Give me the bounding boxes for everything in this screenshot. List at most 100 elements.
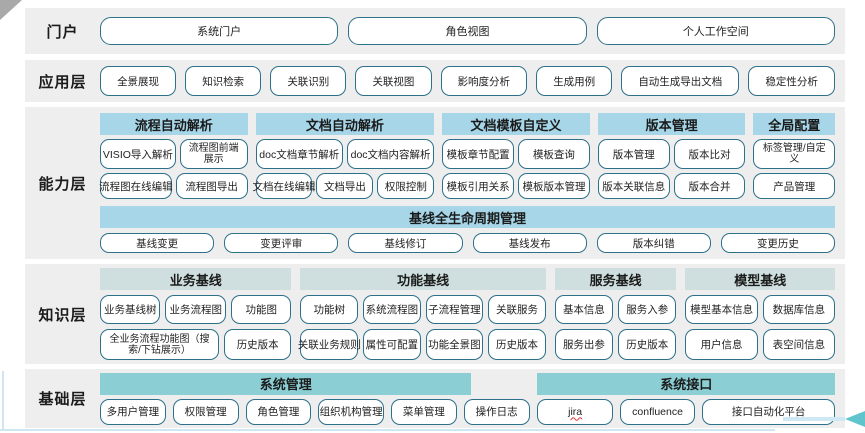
app-box: 稳定性分析 bbox=[748, 66, 835, 96]
portal-box-workspace: 个人工作空间 bbox=[596, 17, 835, 45]
frame-bottom-line bbox=[0, 429, 775, 431]
cap-box: 流程图导出 bbox=[175, 173, 248, 199]
app-box: 自动生成导出文档 bbox=[621, 66, 740, 96]
cap-box: 模板引用关系 bbox=[442, 173, 515, 199]
cap-box: 文档在线编辑 bbox=[253, 173, 316, 199]
know-box: 数据库信息 bbox=[762, 295, 836, 324]
know-box: 关联服务 bbox=[488, 295, 546, 324]
know-box: 用户信息 bbox=[685, 329, 758, 360]
cap-box: 版本关联信息 bbox=[597, 173, 670, 199]
group-header: 业务基线 bbox=[100, 268, 292, 290]
baseline-box: 基线发布 bbox=[472, 233, 587, 253]
app-box: 全景展现 bbox=[100, 66, 177, 96]
app-box: 影响度分析 bbox=[440, 66, 528, 96]
cap-box: 版本合并 bbox=[673, 173, 746, 199]
app-box: 知识检索 bbox=[185, 66, 262, 96]
app-box: 生成用例 bbox=[536, 66, 613, 96]
baseline-box: 基线变更 bbox=[100, 233, 215, 253]
cap-box: VISIO导入解析 bbox=[100, 139, 176, 169]
cap-box: 模板章节配置 bbox=[442, 139, 515, 169]
layer-label-application: 应用层 bbox=[38, 73, 87, 91]
know-box: 全业务流程功能图（搜索/下钻展示） bbox=[100, 329, 219, 360]
cap-box: 版本比对 bbox=[673, 139, 746, 169]
cap-box: 版本管理 bbox=[597, 139, 670, 169]
group-header: 系统管理 bbox=[100, 372, 472, 395]
know-group-function: 功能基线 功能树 系统流程图 子流程管理 关联服务 关联业务规则 属性可配置 功… bbox=[298, 268, 546, 360]
group-header: 系统接口 bbox=[537, 372, 835, 395]
know-box: 功能全景图 bbox=[425, 329, 484, 360]
cap-box: 模板查询 bbox=[518, 139, 590, 169]
cap-group-version: 版本管理 版本管理 版本比对 版本关联信息 版本合并 bbox=[597, 113, 746, 199]
know-box: 系统流程图 bbox=[363, 295, 421, 324]
baseline-box: 基线修订 bbox=[348, 233, 463, 253]
group-header: 模型基线 bbox=[685, 268, 835, 290]
group-header: 版本管理 bbox=[597, 113, 746, 135]
group-header: 流程自动解析 bbox=[100, 113, 248, 135]
know-box: 服务出参 bbox=[554, 329, 614, 360]
app-box: 关联视图 bbox=[355, 66, 432, 96]
cap-group-doc-parse: 文档自动解析 doc文档章节解析 doc文档内容解析 文档在线编辑 文档导出 权… bbox=[253, 113, 435, 199]
layer-label-knowledge: 知识层 bbox=[38, 306, 87, 324]
know-box: 历史版本 bbox=[488, 329, 546, 360]
layer-capability: 能力层 流程自动解析 VISIO导入解析 流程图前端展示 流程图在线编辑 流程图… bbox=[25, 107, 845, 259]
cap-box: 模板版本管理 bbox=[518, 173, 590, 199]
know-box: 关联业务规则 bbox=[298, 329, 361, 360]
cap-group-template: 文档模板自定义 模板章节配置 模板查询 模板引用关系 模板版本管理 bbox=[442, 113, 590, 199]
app-box: 关联识别 bbox=[270, 66, 347, 96]
cap-box: doc文档章节解析 bbox=[255, 139, 343, 169]
found-group-system-mgmt: 系统管理 多用户管理 权限管理 角色管理 组织机构管理 菜单管理 操作日志 bbox=[100, 372, 530, 425]
layer-portal: 门户 系统门户 角色视图 个人工作空间 bbox=[25, 8, 845, 54]
cap-box: 流程图前端展示 bbox=[179, 139, 248, 169]
layer-label-capability: 能力层 bbox=[38, 175, 87, 193]
found-box-confluence: confluence bbox=[619, 398, 696, 425]
baseline-box: 版本纠错 bbox=[596, 233, 711, 253]
cap-box: 权限控制 bbox=[377, 173, 435, 199]
layer-application: 应用层 全景展现 知识检索 关联识别 关联视图 影响度分析 生成用例 自动生成导… bbox=[25, 60, 845, 102]
cap-box: 产品管理 bbox=[753, 173, 835, 199]
found-box: 角色管理 bbox=[245, 398, 312, 425]
know-box: 基本信息 bbox=[554, 295, 614, 324]
found-box: 组织机构管理 bbox=[318, 398, 384, 425]
portal-box-role-view: 角色视图 bbox=[348, 17, 587, 45]
corner-decoration bbox=[0, 0, 22, 20]
layer-knowledge: 知识层 业务基线 业务基线树 业务流程图 功能图 全业务流程功能图（搜索/下钻展… bbox=[25, 264, 845, 364]
know-box: 属性可配置 bbox=[363, 329, 421, 360]
found-box: 菜单管理 bbox=[391, 398, 457, 425]
know-box: 表空间信息 bbox=[762, 329, 836, 360]
know-box: 业务流程图 bbox=[165, 295, 226, 324]
know-group-business: 业务基线 业务基线树 业务流程图 功能图 全业务流程功能图（搜索/下钻展示） 历… bbox=[100, 268, 292, 360]
know-box: 功能图 bbox=[230, 295, 292, 324]
found-box: 操作日志 bbox=[463, 398, 530, 425]
know-box: 模型基本信息 bbox=[685, 295, 758, 324]
cap-box: 文档导出 bbox=[316, 173, 374, 199]
know-group-model: 模型基线 模型基本信息 数据库信息 用户信息 表空间信息 bbox=[685, 268, 836, 360]
found-box-jira: jira bbox=[537, 398, 613, 425]
baseline-header: 基线全生命周期管理 bbox=[100, 206, 835, 228]
know-box: 历史版本 bbox=[223, 329, 292, 360]
group-header: 文档模板自定义 bbox=[442, 113, 590, 135]
layer-label-portal: 门户 bbox=[46, 23, 79, 41]
know-box: 业务基线树 bbox=[100, 295, 161, 324]
group-header: 全局配置 bbox=[753, 113, 835, 135]
group-header: 文档自动解析 bbox=[255, 113, 435, 135]
layer-foundation: 基础层 系统管理 多用户管理 权限管理 角色管理 组织机构管理 菜单管理 操作日… bbox=[25, 369, 845, 428]
frame-left-line bbox=[2, 371, 4, 431]
layer-label-foundation: 基础层 bbox=[38, 391, 87, 408]
cap-box: 流程图在线编辑 bbox=[99, 173, 173, 199]
found-box: 多用户管理 bbox=[100, 398, 166, 425]
group-header: 功能基线 bbox=[300, 268, 546, 290]
know-box: 功能树 bbox=[300, 295, 359, 324]
cap-group-process-parse: 流程自动解析 VISIO导入解析 流程图前端展示 流程图在线编辑 流程图导出 bbox=[99, 113, 248, 199]
found-box: 权限管理 bbox=[172, 398, 239, 425]
baseline-box: 变更评审 bbox=[224, 233, 339, 253]
know-box: 子流程管理 bbox=[425, 295, 484, 324]
know-box: 服务入参 bbox=[618, 295, 677, 324]
group-header: 服务基线 bbox=[554, 268, 677, 290]
know-group-service: 服务基线 基本信息 服务入参 服务出参 历史版本 bbox=[554, 268, 677, 360]
cap-box: doc文档内容解析 bbox=[346, 139, 435, 169]
cap-box: 标签管理/自定义 bbox=[753, 139, 835, 169]
arrow-left-icon bbox=[783, 411, 865, 427]
portal-box-system: 系统门户 bbox=[100, 17, 339, 45]
know-box: 历史版本 bbox=[618, 329, 677, 360]
